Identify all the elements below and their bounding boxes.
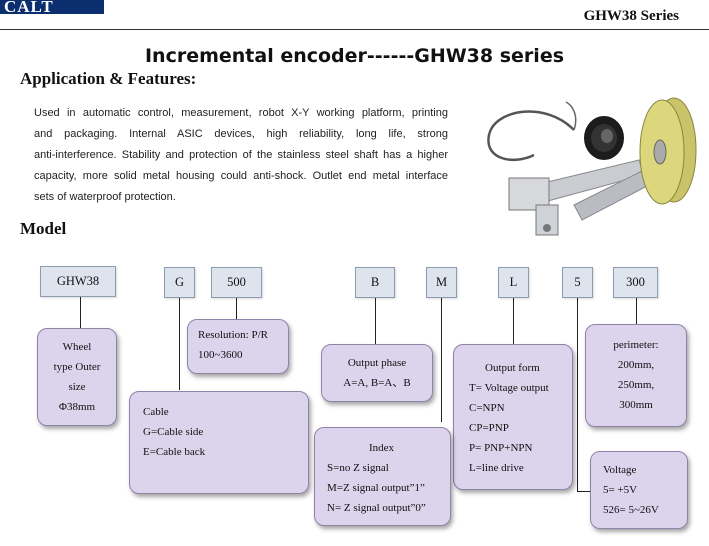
connector-line — [375, 297, 376, 345]
code-box-voltage: 5 — [562, 267, 593, 298]
code-box-output: L — [498, 267, 529, 298]
perimeter-option: 200mm, — [617, 359, 655, 371]
code-output: L — [509, 275, 518, 289]
output-option: T= Voltage output — [469, 382, 549, 394]
company-logo: CALT — [0, 0, 104, 14]
code-box-perimeter: 300 — [613, 267, 658, 298]
index-box: Index S=no Z signal M=Z signal output”1”… — [314, 427, 451, 526]
description-line: sets of waterproof protection. — [34, 191, 176, 203]
output-option: CP=PNP — [469, 422, 509, 434]
output-option: L=line drive — [469, 462, 524, 474]
index-option: N= Z signal output”0” — [327, 502, 426, 514]
voltage-label: Voltage — [603, 464, 637, 476]
resolution-label: Resolution: P/R — [198, 329, 268, 341]
code-box-model: GHW38 — [40, 266, 116, 297]
page-title: Incremental encoder------GHW38 series — [144, 45, 565, 67]
perimeter-option: 250mm, — [617, 379, 655, 391]
code-model: GHW38 — [56, 274, 100, 288]
cable-option: E=Cable back — [143, 446, 206, 458]
resolution-box: Resolution: P/R 100~3600 — [187, 319, 289, 374]
model-heading: Model — [20, 219, 67, 238]
phase-label: Output phase — [347, 357, 407, 369]
wheel-label: size — [68, 381, 86, 393]
output-option: C=NPN — [469, 402, 505, 414]
application-description: Used in automatic control, measurement, … — [34, 103, 448, 208]
cable-label: Cable — [143, 406, 169, 418]
wheel-label: Wheel — [62, 341, 92, 353]
connector-line — [636, 297, 637, 325]
connector-line — [441, 297, 442, 422]
code-phase: B — [370, 275, 380, 289]
header-divider — [0, 29, 709, 30]
connector-line — [577, 491, 590, 492]
output-option: P= PNP+NPN — [469, 442, 533, 454]
code-perimeter: 300 — [626, 275, 645, 289]
code-box-cable: G — [164, 267, 195, 298]
wheel-box: Wheel type Outer size Φ38mm — [37, 328, 117, 426]
cable-option: G=Cable side — [143, 426, 204, 438]
connector-line — [577, 297, 578, 492]
perimeter-option: 300mm — [619, 399, 653, 411]
code-box-index: M — [426, 267, 457, 298]
code-cable: G — [174, 275, 185, 289]
code-index: M — [435, 275, 448, 289]
description-line: capacity, more solid metal housing could… — [34, 170, 448, 182]
code-voltage: 5 — [574, 275, 581, 289]
connector-line — [513, 297, 514, 346]
voltage-box: Voltage 5= +5V 526= 5~26V — [590, 451, 688, 529]
connector-line — [80, 296, 81, 330]
voltage-option: 5= +5V — [603, 484, 638, 496]
description-line: Used in automatic control, measurement, … — [34, 107, 448, 119]
output-label: Output form — [485, 362, 540, 374]
connector-line — [179, 297, 180, 390]
product-photo — [487, 97, 697, 236]
connector-line — [236, 297, 237, 321]
output-form-box: Output form T= Voltage output C=NPN CP=P… — [453, 344, 573, 490]
phase-value: A=A, B=A、B — [343, 377, 411, 389]
index-option: M=Z signal output”1” — [327, 482, 425, 494]
perimeter-box: perimeter: 200mm, 250mm, 300mm — [585, 324, 687, 427]
description-line: and packaging. Internal ASIC devices, hi… — [34, 128, 448, 140]
application-heading: Application & Features: — [20, 69, 197, 88]
phase-box: Output phase A=A, B=A、B — [321, 344, 433, 402]
cable-box: Cable G=Cable side E=Cable back — [129, 391, 309, 494]
index-label: Index — [369, 442, 395, 454]
index-option: S=no Z signal — [327, 462, 389, 474]
wheel-label: Φ38mm — [58, 401, 96, 413]
code-box-phase: B — [355, 267, 395, 298]
perimeter-label: perimeter: — [613, 339, 659, 351]
series-label: GHW38 Series — [583, 8, 679, 24]
voltage-option: 526= 5~26V — [603, 504, 659, 516]
description-line: anti-interference. Stability and protect… — [34, 149, 448, 161]
code-resolution: 500 — [227, 275, 246, 289]
resolution-range: 100~3600 — [198, 349, 243, 361]
code-box-resolution: 500 — [211, 267, 262, 298]
wheel-label: type Outer — [53, 361, 101, 373]
